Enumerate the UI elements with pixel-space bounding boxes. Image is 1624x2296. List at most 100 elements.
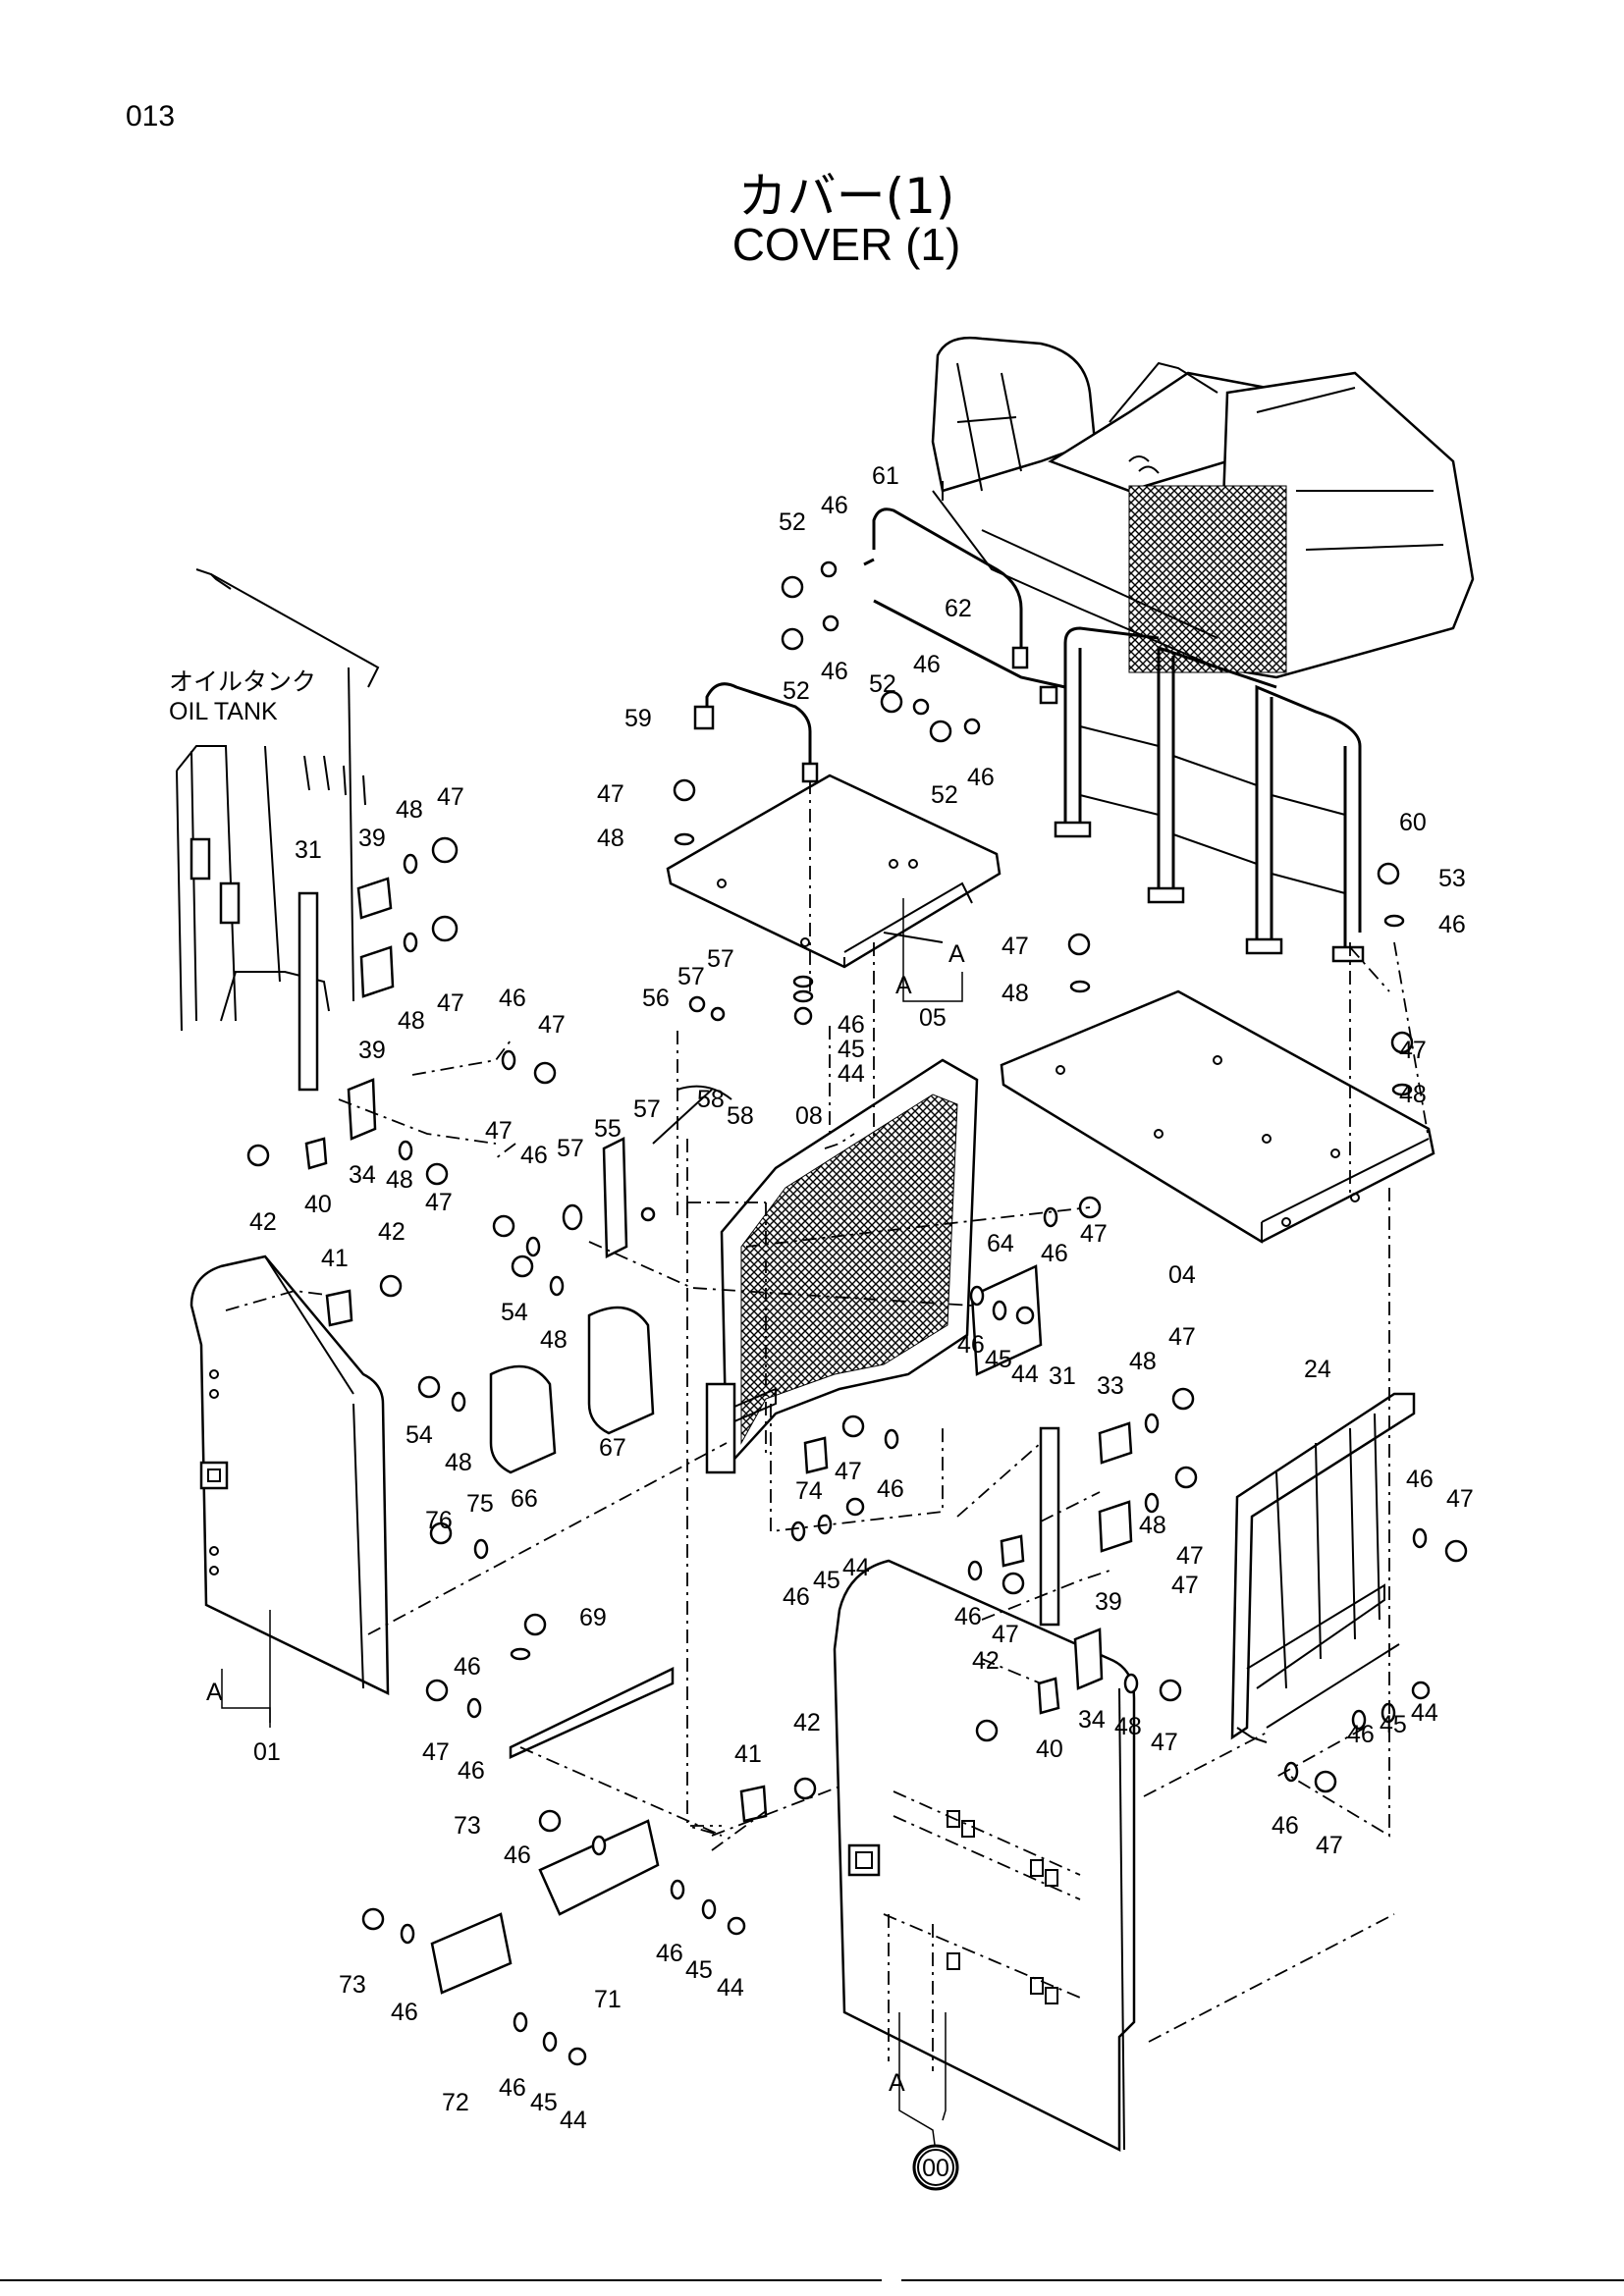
cover-01 [189, 1255, 390, 1696]
part-callout: 44 [717, 1974, 744, 2002]
part-callout: 34 [349, 1161, 376, 1189]
part-callout: 46 [520, 1142, 548, 1169]
part-callout: 44 [1011, 1361, 1039, 1388]
part-callout: 41 [734, 1740, 762, 1768]
part-callout: 46 [1347, 1721, 1375, 1748]
part-callout: 04 [1168, 1261, 1196, 1289]
plate-05 [666, 774, 1001, 969]
part-callout: 44 [560, 2107, 587, 2134]
part-callout: 47 [425, 1189, 453, 1216]
page-title-japanese: カバー(1) [737, 168, 955, 225]
part-callout: 47 [1176, 1542, 1204, 1570]
assembly-symbol-inner-circle [917, 2149, 954, 2186]
part-callout: 52 [783, 677, 810, 705]
part-callout: 73 [339, 1971, 366, 1999]
part-callout: 54 [501, 1299, 528, 1326]
oil-tank-drawing [176, 568, 380, 1032]
part-callout: 47 [1151, 1729, 1178, 1756]
part-callout: 48 [1001, 980, 1029, 1007]
part-callout: 64 [987, 1230, 1014, 1257]
part-callout: 31 [1049, 1362, 1076, 1390]
part-callout: 57 [707, 945, 734, 973]
part-callout: 53 [1438, 865, 1466, 892]
oil-tank-label-japanese: オイルタンク [169, 668, 316, 696]
part-callout: 47 [1001, 933, 1029, 960]
hoses [693, 507, 1066, 783]
part-callout: 47 [992, 1621, 1019, 1648]
part-callout: 46 [656, 1940, 683, 1967]
part-callout: 48 [1139, 1512, 1166, 1539]
part-callout: 46 [499, 985, 526, 1012]
assembly-symbol-label: 00 [922, 2155, 949, 2182]
section-marker-a-05-right: A [948, 940, 965, 968]
part-callout: 46 [877, 1475, 904, 1503]
part-callout: 39 [358, 825, 386, 852]
part-callout: 71 [594, 1986, 622, 2013]
part-callout: 46 [838, 1011, 865, 1039]
part-callout: 48 [396, 796, 423, 824]
part-callout: 57 [557, 1135, 584, 1162]
section-marker-a-00: A [889, 2069, 905, 2097]
part-callout: 60 [1399, 809, 1427, 836]
part-callout: 75 [466, 1490, 494, 1518]
part-callout: 42 [249, 1208, 277, 1236]
part-callout: 31 [295, 836, 322, 864]
part-callout: 55 [594, 1115, 622, 1143]
part-callout: 47 [1171, 1572, 1199, 1599]
part-callout: 48 [1114, 1713, 1142, 1740]
part-callout: 39 [358, 1037, 386, 1064]
assembly-symbol-circle [912, 2144, 959, 2191]
part-callout: 46 [458, 1757, 485, 1785]
part-callout: 59 [624, 705, 652, 732]
assembly-lines [225, 780, 1430, 2071]
part-callout: 46 [821, 492, 848, 519]
part-callout: 44 [842, 1554, 870, 1581]
part-callout: 69 [579, 1604, 607, 1631]
part-callout: 47 [1399, 1037, 1427, 1064]
part-callout: 46 [504, 1842, 531, 1869]
part-callout: 46 [1438, 911, 1466, 938]
part-callout: 48 [540, 1326, 568, 1354]
part-callout: 47 [437, 783, 464, 811]
oil-tank-label-english: OIL TANK [169, 698, 278, 725]
part-callout: 52 [779, 508, 806, 536]
part-callout: 46 [783, 1583, 810, 1611]
part-callout: 47 [437, 989, 464, 1017]
part-callout: 74 [795, 1477, 823, 1505]
brackets [298, 877, 1133, 1995]
part-callout: 57 [633, 1095, 661, 1123]
section-marker-a-01: A [206, 1679, 223, 1706]
part-callout: 66 [511, 1485, 538, 1513]
part-callout: 48 [386, 1166, 413, 1194]
page-title-english: COVER (1) [731, 219, 961, 270]
part-callout: 54 [406, 1421, 433, 1449]
part-callout: 46 [821, 658, 848, 685]
part-callout: 42 [793, 1709, 821, 1736]
part-callout: 47 [422, 1738, 450, 1766]
panel-08 [705, 1058, 979, 1474]
part-callout: 47 [485, 1117, 513, 1145]
machine-overview-drawing [931, 336, 1475, 679]
part-callout: 40 [1036, 1735, 1063, 1763]
footer-divider-right [901, 2279, 1624, 2281]
part-callout: 44 [1411, 1699, 1438, 1727]
part-callout: 52 [931, 781, 958, 809]
part-callout: 24 [1304, 1356, 1331, 1383]
part-callout: 08 [795, 1102, 823, 1130]
part-callout: 33 [1097, 1372, 1124, 1400]
part-callout: 47 [1080, 1220, 1108, 1248]
part-callout: 62 [945, 595, 972, 622]
part-callout: 48 [1399, 1081, 1427, 1108]
part-callout: 48 [398, 1007, 425, 1035]
part-callout: 05 [919, 1004, 947, 1032]
part-callout: 45 [1380, 1711, 1407, 1738]
part-callout: 01 [253, 1738, 281, 1766]
part-callout: 42 [972, 1647, 1000, 1675]
part-callout: 61 [872, 462, 899, 490]
part-callout: 46 [454, 1653, 481, 1681]
part-callout: 73 [454, 1812, 481, 1840]
part-callout: 56 [642, 985, 670, 1012]
part-callout: 47 [1168, 1323, 1196, 1351]
frame-24 [1230, 1392, 1416, 1743]
